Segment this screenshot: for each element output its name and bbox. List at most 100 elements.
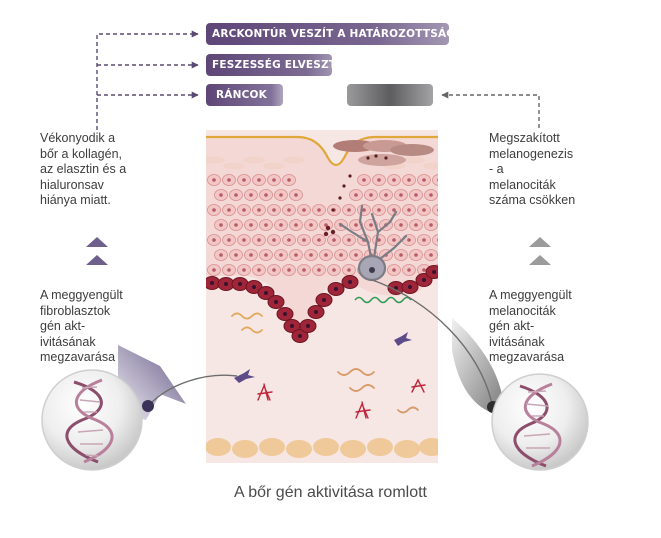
keratinocyte-cell [327,234,341,246]
banner-contour-label: ARCKONTÚR VESZÍT A HATÁROZOTTSÁGBÓL [212,28,449,40]
keratinocyte-cell [372,174,386,186]
keratinocyte-cell [440,190,453,201]
keratinocyte-cell [312,264,326,276]
keratinocyte-cell [229,219,243,231]
basal-cell [341,275,359,289]
left-up-arrows-icon [86,237,108,265]
keratinocyte-cell [214,249,228,261]
keratinocyte-cell [244,189,258,201]
keratinocyte-cell [417,174,431,186]
keratinocyte-cell [387,174,401,186]
basal-cell [267,295,285,309]
keratinocyte-cell [289,219,303,231]
keratinocyte-cell [342,234,356,246]
keratinocyte-cell [334,249,348,261]
keratinocyte-cell [252,264,266,276]
keratinocyte-cell [342,264,356,276]
right-bottom-text: A meggyengült melanociták gén akt- ivitá… [489,288,572,364]
fat-cell [232,440,258,458]
epidermis-cells [206,156,453,276]
left-top-text: Vékonyodik a bőr a kollagén, az elasztin… [40,131,127,207]
diagram-caption: A bőr gén aktivitása romlott [234,484,427,501]
keratinocyte-cell [237,174,251,186]
corneocyte-cell [206,156,225,164]
keratinocyte-cell [387,264,401,276]
keratinocyte-cell [394,189,408,201]
keratinocyte-cell [372,204,386,216]
fat-cell [286,440,312,458]
fat-cell [259,438,285,456]
basal-layer-cells [206,265,438,343]
keratinocyte-cell [424,249,438,261]
corneocyte-cell [263,162,285,170]
keratinocyte-cell [207,204,221,216]
keratinocyte-cell [252,174,266,186]
keratinocyte-cell [259,189,273,201]
basal-cell [307,305,325,319]
keratinocyte-cell [379,189,393,201]
keratinocyte-cell [424,189,438,201]
keratinocyte-cell [207,264,221,276]
keratinocyte-cell [259,219,273,231]
right-callout [371,279,503,413]
keratinocyte-cell [432,234,438,246]
basal-cell [315,293,333,307]
left-dashed-arrows [96,30,199,130]
corneocyte-cell [403,156,425,164]
keratinocyte-cell [402,204,416,216]
keratinocyte-cell [364,189,378,201]
keratinocyte-cell [440,250,453,261]
fat-cell [367,438,393,456]
right-dna-sphere-icon [491,373,589,471]
basal-cell [217,277,235,291]
banner-wrinkles: RÁNCOK [206,84,283,106]
fibroblast-cells [234,332,412,383]
keratinocyte-cell [327,264,341,276]
keratinocyte-cell [259,249,273,261]
keratinocyte-cell [267,204,281,216]
keratinocyte-cell [282,204,296,216]
keratinocyte-cell [207,234,221,246]
corneocyte-cell [283,156,305,164]
keratinocyte-cell [274,189,288,201]
basement-membrane-wave [354,296,412,304]
keratinocyte-cell [297,204,311,216]
basal-cell [291,329,309,343]
keratinocyte-cell [349,249,363,261]
pigmentation-bar [347,84,433,106]
keratinocyte-cell [282,264,296,276]
corneocyte-cell [243,156,265,164]
keratinocyte-cell [274,249,288,261]
keratinocyte-cell [222,174,236,186]
fat-cells [206,438,438,458]
keratinocyte-cell [297,234,311,246]
keratinocyte-cell [222,234,236,246]
keratinocyte-cell [402,174,416,186]
keratinocyte-cell [312,204,326,216]
keratinocyte-cell [319,249,333,261]
basal-cell [283,319,301,333]
keratinocyte-cell [417,234,431,246]
keratinocyte-cell [267,264,281,276]
basal-cell [327,282,345,296]
keratinocyte-cell [214,189,228,201]
keratinocyte-cell [222,204,236,216]
keratinocyte-cell [402,264,416,276]
keratinocyte-cell [394,219,408,231]
corneocyte-cell [223,162,245,170]
keratinocyte-cell [267,174,281,186]
fat-cell [419,438,438,456]
keratinocyte-cell [237,234,251,246]
fat-cell [313,438,339,456]
keratinocyte-cell [304,219,318,231]
basal-cell [425,265,438,279]
keratinocyte-cell [244,219,258,231]
keratinocyte-cell [229,189,243,201]
left-dna-sphere-icon [41,369,143,471]
fat-cell [394,440,420,458]
keratinocyte-cell [267,234,281,246]
keratinocyte-cell [237,264,251,276]
keratinocyte-cell [409,219,423,231]
melanin-cluster [323,140,434,237]
